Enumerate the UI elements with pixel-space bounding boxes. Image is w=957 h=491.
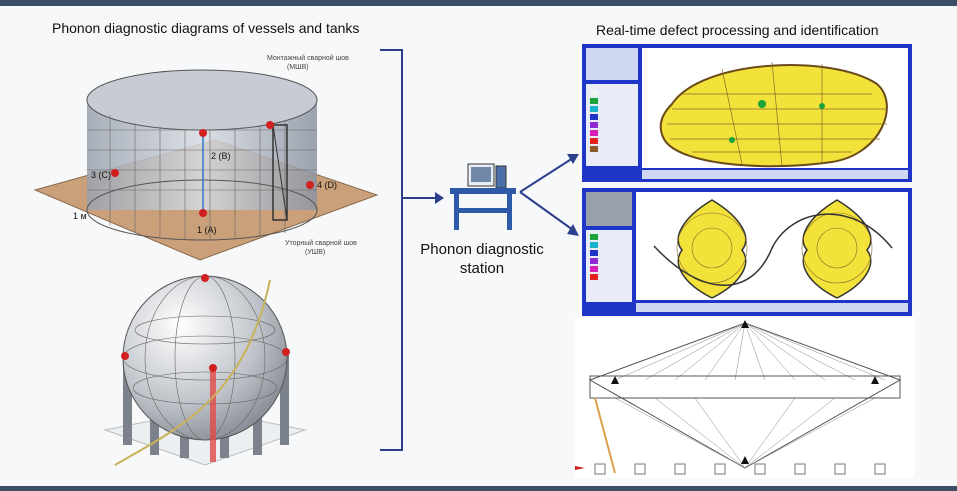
cone-lines	[614, 322, 886, 469]
sphere-sensor-center	[209, 364, 217, 372]
point-2-label: 2 (B)	[211, 151, 231, 161]
tank-roof	[86, 69, 318, 131]
top-seam-label-2: (МШВ)	[287, 64, 309, 71]
sensor-1	[199, 209, 207, 217]
panel-3-markers	[611, 320, 879, 464]
right-section-title: Real-time defect processing and identifi…	[596, 22, 879, 38]
sphere-shell	[122, 275, 288, 441]
panel-1-status-bar	[642, 170, 908, 179]
diagnostic-station-icon	[450, 163, 516, 230]
defect-map-panel-2	[582, 188, 912, 316]
point-1-label: 1 (A)	[197, 225, 217, 235]
ladder-brace	[272, 124, 288, 221]
bottom-seam-label-1: Уторный сварной шов	[285, 239, 357, 247]
tank-base	[86, 179, 318, 241]
desk-top	[450, 188, 516, 194]
sphere-sensor-left	[121, 352, 129, 360]
sphere-sensor-top	[201, 274, 209, 282]
dimension-label: 1 м	[73, 211, 87, 221]
sensor-2	[199, 129, 207, 137]
panel-1-header	[586, 48, 638, 80]
point-3-label: 3 (C)	[91, 170, 111, 180]
monitor-screen	[471, 167, 491, 182]
bottom-seam-label-2: (УШВ)	[305, 249, 325, 256]
point-4-label: 4 (D)	[317, 180, 337, 190]
sphere-sensor-right	[282, 348, 290, 356]
desk-shelf	[456, 208, 510, 213]
tank-diagram: Монтажный сварной шов (МШВ) 1 (A) 2 (B) …	[33, 54, 379, 261]
sensor-3	[111, 169, 119, 177]
defect-map-panel-1	[582, 44, 912, 182]
panel-2-status-bar	[636, 303, 908, 312]
top-seam-label-1: Монтажный сварной шов	[267, 54, 349, 62]
top-border-bar	[0, 0, 957, 6]
bottom-border-bar	[0, 486, 957, 491]
sensor-top	[266, 121, 274, 129]
panel-3-bottom-boxes	[594, 463, 886, 475]
red-pointer-arrow	[575, 466, 585, 470]
sphere-vessel-diagram	[103, 274, 307, 466]
map-1-grid	[667, 61, 887, 167]
weld-seam-diagram	[575, 318, 915, 478]
tank-bottom-map	[659, 64, 888, 168]
panel-1-legend-swatches	[590, 90, 598, 152]
output-arrows	[519, 154, 579, 236]
stair-line	[594, 397, 616, 474]
panel-2-legend-swatches	[590, 234, 598, 280]
ladder-tower	[272, 124, 288, 221]
station-label: Phonon diagnostic station	[420, 241, 544, 277]
left-section-title: Phonon diagnostic diagrams of vessels an…	[52, 20, 360, 36]
vertical-seam-highlight	[210, 370, 216, 462]
stair-rail	[114, 279, 271, 466]
computer-case	[495, 165, 507, 189]
bracket-connector	[380, 49, 444, 451]
tank-grid	[87, 115, 317, 240]
sensor-4	[306, 181, 314, 189]
map-1-defects	[729, 100, 825, 143]
cylinder-band	[589, 375, 901, 399]
map-2-rings	[676, 212, 873, 284]
panel-2-header	[586, 192, 632, 226]
map-2-connector-path	[653, 213, 893, 286]
